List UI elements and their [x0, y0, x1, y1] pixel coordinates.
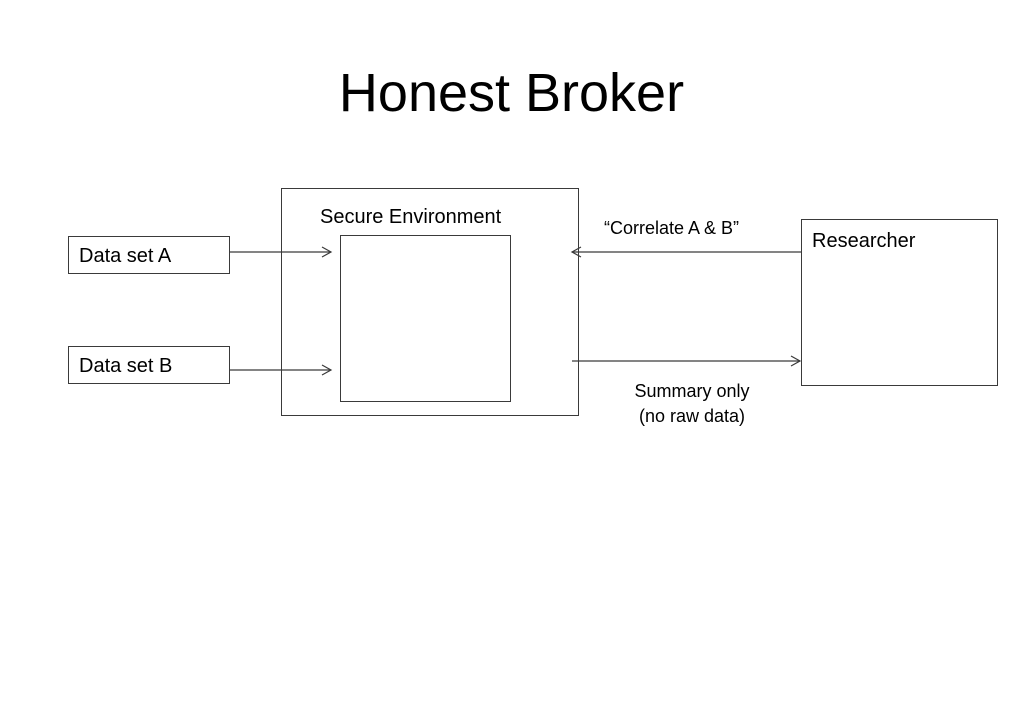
page-title: Honest Broker	[338, 63, 685, 123]
researcher-label: Researcher	[812, 230, 916, 252]
data-set-a-box: Data set A	[68, 236, 230, 274]
secure-processing-box	[340, 235, 511, 402]
researcher-box: Researcher	[801, 219, 998, 386]
secure-environment-label: Secure Environment	[320, 206, 502, 228]
request-label: “Correlate A & B”	[604, 218, 740, 238]
arrow-secure-to-researcher	[572, 355, 802, 367]
data-set-b-label: Data set B	[79, 355, 173, 377]
response-label: Summary only (no raw data)	[612, 379, 772, 429]
data-set-a-label: Data set A	[79, 245, 172, 267]
response-label-line2: (no raw data)	[638, 406, 746, 427]
response-label-line1: Summary only	[634, 381, 750, 401]
data-set-b-box: Data set B	[68, 346, 230, 384]
arrow-researcher-to-secure	[570, 246, 801, 258]
